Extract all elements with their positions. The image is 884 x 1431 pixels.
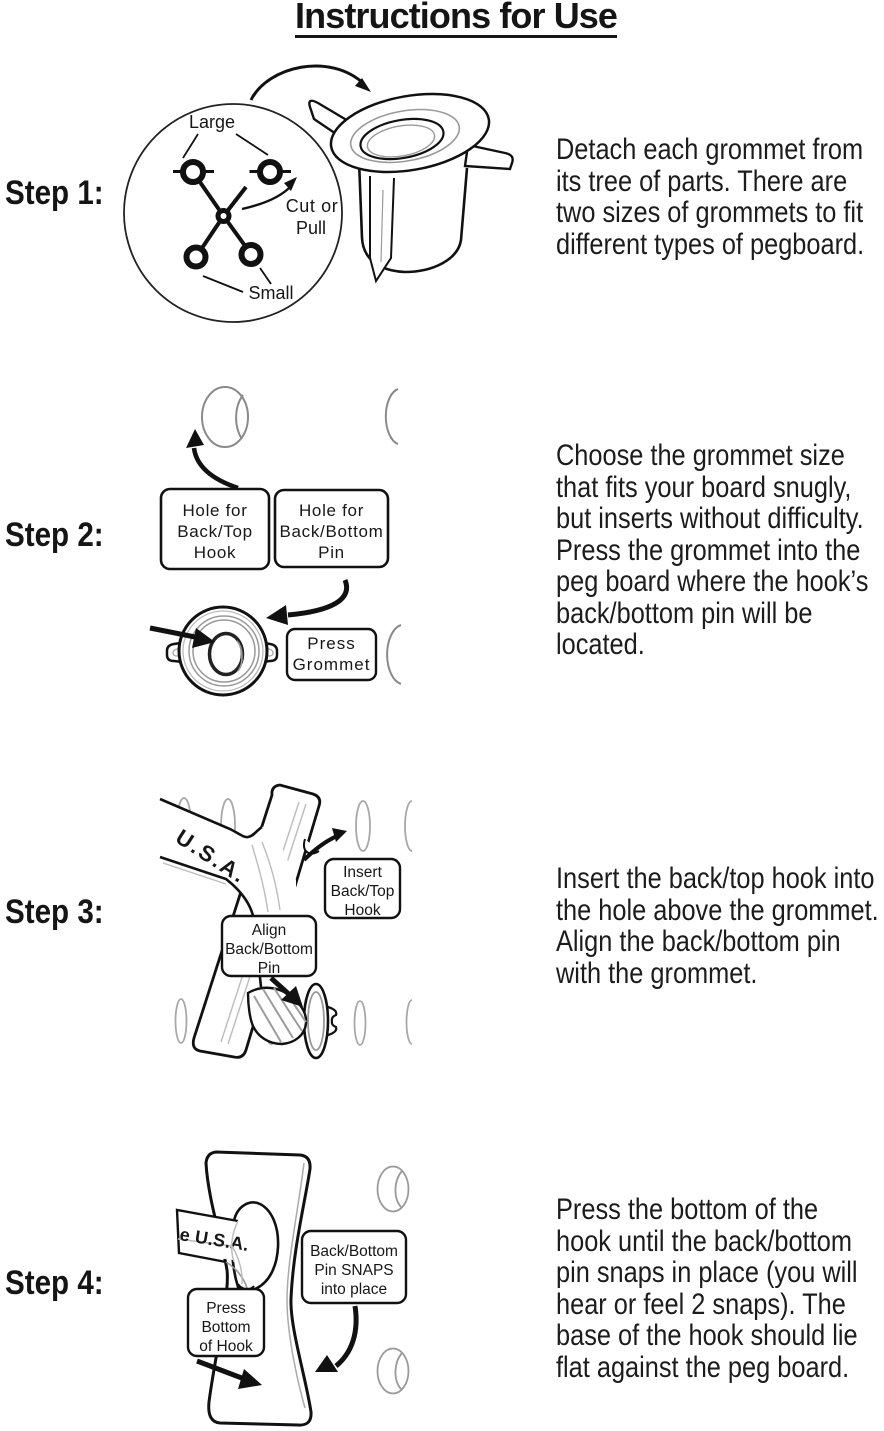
svg-text:Large: Large xyxy=(189,112,235,132)
svg-text:of Hook: of Hook xyxy=(199,1338,253,1355)
svg-text:Back/Top: Back/Top xyxy=(177,522,253,541)
svg-text:Bottom: Bottom xyxy=(201,1319,250,1336)
svg-text:Align: Align xyxy=(252,922,286,939)
svg-text:Cut or: Cut or xyxy=(286,196,339,216)
svg-text:Back/Bottom: Back/Bottom xyxy=(310,1243,398,1260)
svg-text:Press: Press xyxy=(307,634,355,653)
svg-text:Hole for: Hole for xyxy=(182,501,247,520)
svg-text:Pin: Pin xyxy=(318,543,345,562)
svg-text:Back/Top: Back/Top xyxy=(331,883,395,900)
svg-text:Back/Bottom: Back/Bottom xyxy=(279,522,383,541)
svg-text:Hook: Hook xyxy=(344,902,380,919)
svg-text:Hook: Hook xyxy=(194,543,237,562)
svg-text:Hole for: Hole for xyxy=(299,501,364,520)
svg-text:Small: Small xyxy=(248,283,293,303)
svg-text:Pin SNAPS: Pin SNAPS xyxy=(314,1262,393,1279)
svg-text:Grommet: Grommet xyxy=(293,655,371,674)
svg-text:into place: into place xyxy=(321,1281,387,1298)
svg-text:Pull: Pull xyxy=(296,218,326,238)
svg-text:Press: Press xyxy=(206,1300,246,1317)
svg-text:Back/Bottom: Back/Bottom xyxy=(225,941,313,958)
svg-text:Pin: Pin xyxy=(258,960,280,977)
svg-text:Insert: Insert xyxy=(343,864,382,881)
